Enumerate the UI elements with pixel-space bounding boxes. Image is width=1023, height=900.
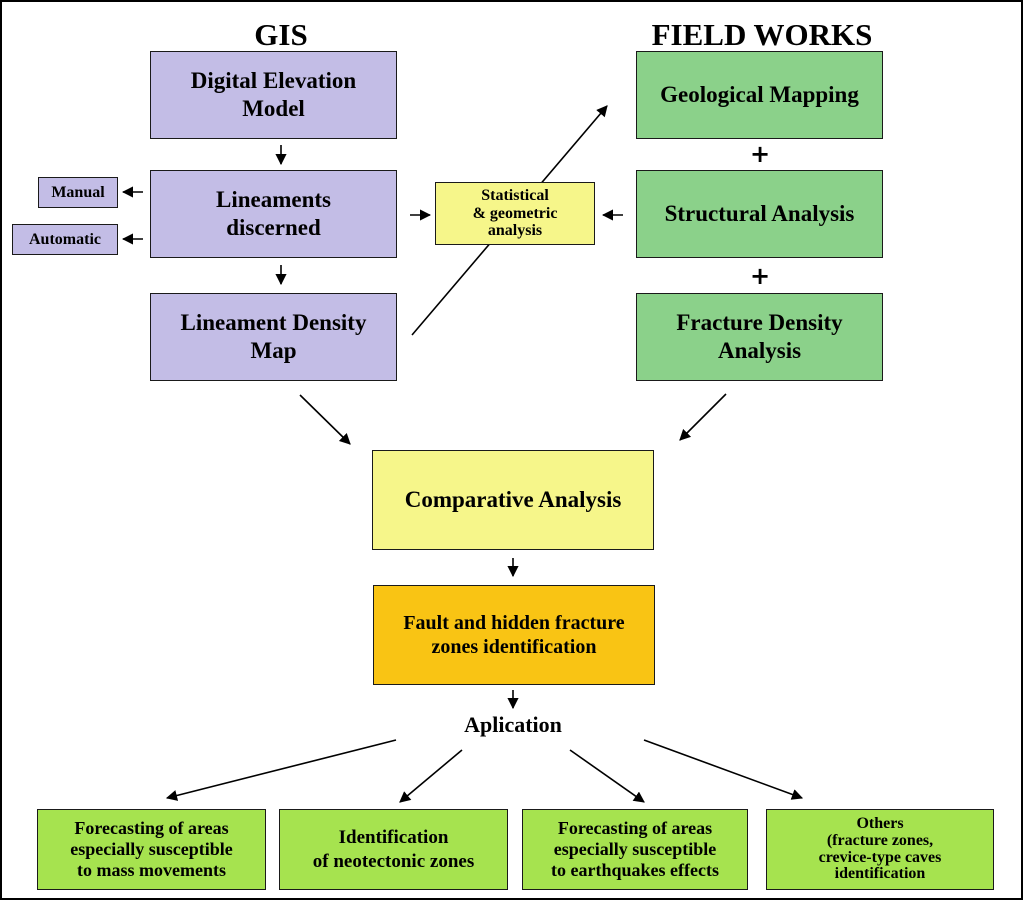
application-mass-movements-box: Forecasting of areas especially suscepti…: [37, 809, 266, 890]
dem-box: Digital Elevation Model: [150, 51, 397, 139]
structural-analysis-box: Structural Analysis: [636, 170, 883, 258]
arrow-application-to-others: [643, 739, 804, 800]
comparative-analysis-box: Comparative Analysis: [372, 450, 654, 550]
plus-sign-lower: +: [749, 262, 771, 290]
arrow-application-to-mass-movements: [165, 739, 397, 801]
application-neotectonic-box: Identification of neotectonic zones: [279, 809, 508, 890]
heading-field-works: FIELD WORKS: [651, 17, 873, 52]
statistical-analysis-box: Statistical & geometric analysis: [435, 182, 595, 245]
fracture-density-box: Fracture Density Analysis: [636, 293, 883, 381]
application-earthquakes-box: Forecasting of areas especially suscepti…: [522, 809, 748, 890]
arrow-fracture-to-comparative: [679, 393, 727, 441]
density-map-box: Lineament Density Map: [150, 293, 397, 381]
plus-sign-upper: +: [749, 140, 771, 168]
fault-identification-box: Fault and hidden fracture zones identifi…: [373, 585, 655, 685]
arrow-application-to-earthquakes: [569, 749, 645, 803]
automatic-box: Automatic: [12, 224, 118, 255]
arrow-application-to-neotectonic: [399, 749, 463, 803]
heading-gis: GIS: [254, 17, 308, 52]
application-label: Aplication: [464, 712, 562, 737]
geological-mapping-box: Geological Mapping: [636, 51, 883, 139]
arrow-density-to-comparative: [299, 394, 351, 445]
lineaments-box: Lineaments discerned: [150, 170, 397, 258]
application-others-box: Others (fracture zones, crevice-type cav…: [766, 809, 994, 890]
manual-box: Manual: [38, 177, 118, 208]
